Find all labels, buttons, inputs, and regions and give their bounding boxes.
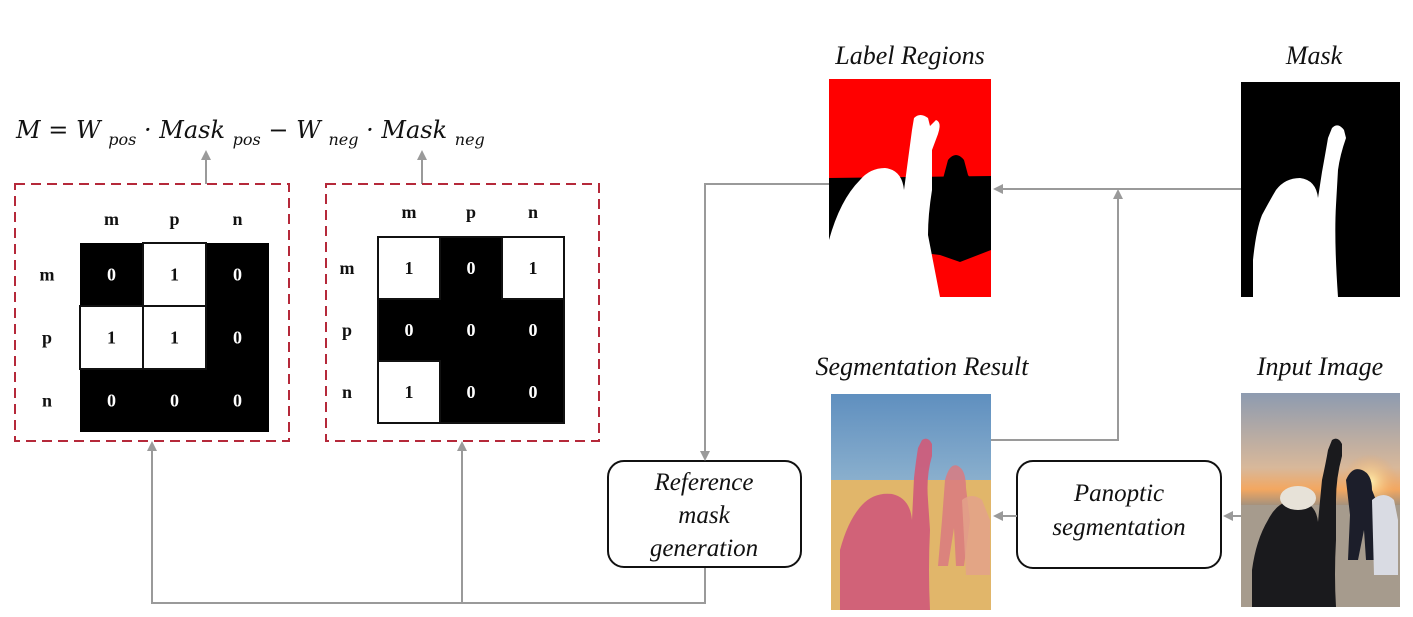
positive-matrix-frame xyxy=(14,183,290,442)
matrix-cell-value: 0 xyxy=(233,328,242,348)
formula-w-pos-sub: pos xyxy=(108,130,136,149)
matrix-cell-on xyxy=(377,360,441,424)
label-regions-title: Label Regions xyxy=(834,41,985,70)
matrix-cell-value: 0 xyxy=(529,320,538,340)
matrix-row-header: p xyxy=(342,320,352,340)
matrix-row-header: p xyxy=(42,328,52,348)
label-regions-image xyxy=(829,79,991,297)
reference-box-line-2: mask xyxy=(678,502,730,529)
matrix-cell-value: 1 xyxy=(107,328,116,348)
segmentation-result-title: Segmentation Result xyxy=(815,352,1029,381)
input-image xyxy=(1241,393,1400,607)
matrix-cell-value: 0 xyxy=(467,258,476,278)
input-image-title: Input Image xyxy=(1256,352,1383,381)
matrix-cell-value: 0 xyxy=(233,391,242,411)
formula-minus: − xyxy=(268,116,296,144)
matrix-column-header: m xyxy=(104,209,119,229)
matrix-column-header: p xyxy=(466,202,476,222)
formula-equals: = xyxy=(48,116,76,144)
matrix-cell-value: 1 xyxy=(170,328,179,348)
matrix-cell-value: 0 xyxy=(405,320,414,340)
formula-dot-1: · xyxy=(144,116,159,144)
negative-relation-matrix: m p n m 1 0 1 p 0 0 0 n 1 0 0 xyxy=(340,202,565,424)
matrix-cell-value: 0 xyxy=(170,391,179,411)
mask-image xyxy=(1241,82,1400,297)
matrix-cell-value: 1 xyxy=(405,382,414,402)
matrix-cell-value: 0 xyxy=(529,382,538,402)
panoptic-box-line-2: segmentation xyxy=(1052,514,1185,541)
panoptic-box-line-1: Panoptic xyxy=(1073,480,1164,507)
matrix-cell-value: 1 xyxy=(405,258,414,278)
arrow-labels-to-reference xyxy=(700,183,829,461)
matrix-cell-value: 0 xyxy=(107,391,116,411)
matrix-cell-on xyxy=(142,305,207,370)
reference-box-line-3: generation xyxy=(650,535,758,562)
panoptic-segmentation-box xyxy=(1016,460,1222,569)
negative-matrix-frame xyxy=(325,183,600,442)
matrix-column-header: n xyxy=(232,209,242,229)
matrix-cell-value: 0 xyxy=(233,265,242,285)
matrix-row-header: n xyxy=(342,382,352,402)
formula-mask-pos: Mask xyxy=(158,116,225,144)
weighted-mask-formula: M = W pos · Mask pos − W neg · Mask neg xyxy=(15,116,485,151)
matrix-column-header: n xyxy=(528,202,538,222)
matrix-cell-value: 0 xyxy=(467,320,476,340)
matrix-row-header: m xyxy=(40,265,55,285)
reference-mask-generation-box xyxy=(607,460,802,568)
formula-dot-2: · xyxy=(366,116,381,144)
formula-mask-neg: Mask xyxy=(380,116,447,144)
matrix-cell-value: 1 xyxy=(170,265,179,285)
matrix-cell-on xyxy=(377,236,441,300)
reference-box-line-1: Reference xyxy=(654,469,754,496)
formula-w-neg: W xyxy=(296,116,323,144)
matrix-column-header: p xyxy=(169,209,179,229)
matrix-cell-on xyxy=(501,236,565,300)
formula-w-neg-sub: neg xyxy=(328,130,358,149)
arrow-segmentation-to-labels xyxy=(991,189,1123,441)
formula-mask-neg-sub: neg xyxy=(455,130,485,149)
matrix-cell-value: 0 xyxy=(467,382,476,402)
mask-title: Mask xyxy=(1285,41,1343,70)
segmentation-result-image xyxy=(831,394,991,610)
formula-w-pos: W xyxy=(76,116,103,144)
matrix-cell-on xyxy=(79,305,144,370)
matrix-cell-value: 0 xyxy=(107,265,116,285)
arrow-reference-to-positive xyxy=(147,441,706,604)
matrix-row-header: m xyxy=(340,258,355,278)
formula-m: M xyxy=(15,116,42,144)
positive-relation-matrix: m p n m 0 1 0 p 1 1 0 n 0 0 0 xyxy=(40,209,269,432)
matrix-cell-value: 1 xyxy=(529,258,538,278)
matrix-column-header: m xyxy=(402,202,417,222)
matrix-row-header: n xyxy=(42,391,52,411)
formula-mask-pos-sub: pos xyxy=(233,130,261,149)
